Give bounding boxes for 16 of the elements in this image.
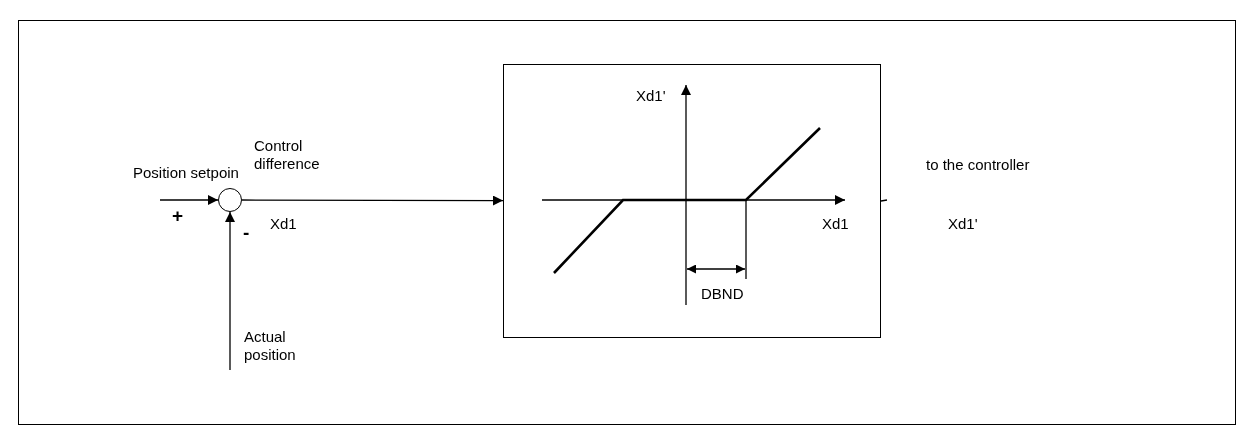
minus-sign: - (243, 224, 250, 242)
edge-label: Actual position (244, 328, 297, 364)
signal-label: Xd1 (270, 215, 297, 233)
edge-label: Position setpoin (133, 164, 239, 182)
arrow (241, 195, 504, 206)
summing-junction-circle (218, 188, 242, 212)
function-block (503, 64, 881, 338)
edge-label: Control difference (254, 137, 321, 173)
arrow (159, 195, 219, 205)
axis-label: Xd1 (822, 215, 849, 233)
dimension-label: DBND (701, 285, 744, 303)
axis-label: Xd1' (636, 87, 666, 105)
signal-label: Xd1' (948, 215, 978, 233)
arrow (225, 211, 235, 371)
edge-label: to the controller (926, 156, 1030, 174)
plus-sign: + (172, 207, 184, 225)
